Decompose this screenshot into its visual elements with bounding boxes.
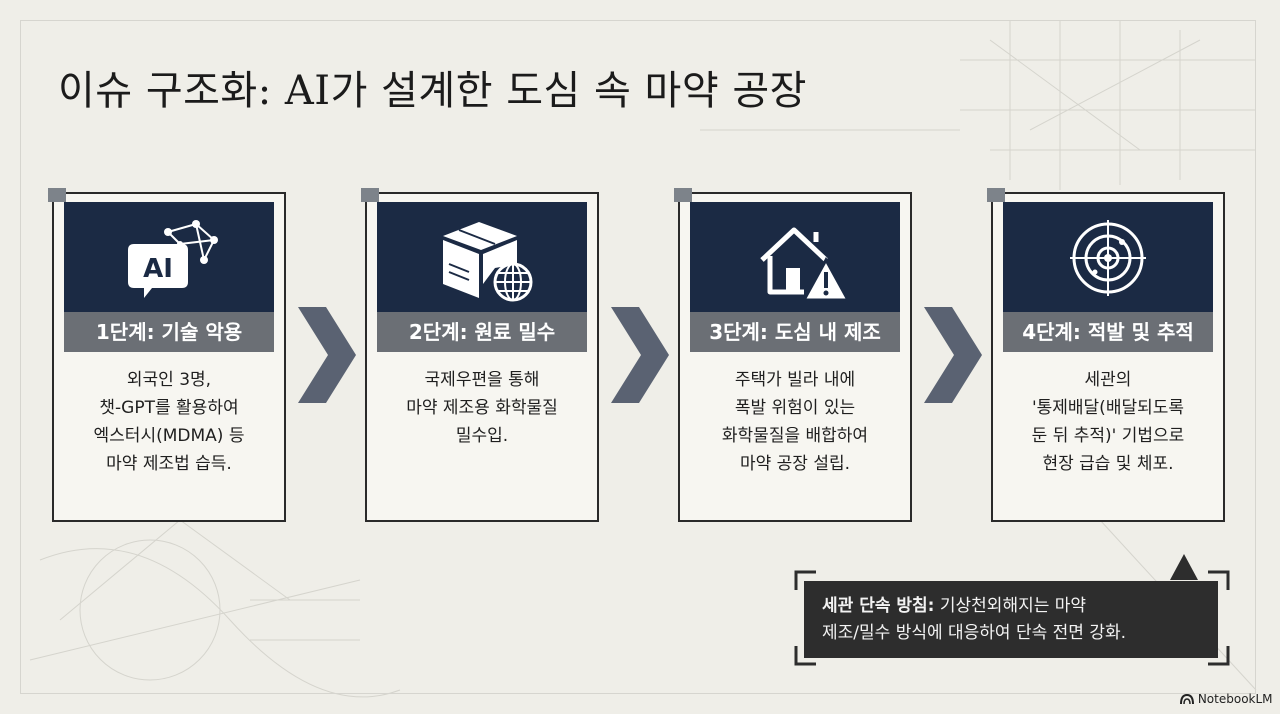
card-header: AI bbox=[64, 202, 274, 312]
description-line: 화학물질을 배합하여 bbox=[721, 426, 869, 446]
step-description-4: 세관의 '통제배달(배달되도록 둔 뒤 추적)' 기법으로 현장 급습 및 체포… bbox=[1003, 366, 1213, 478]
ai-network-chat-icon: AI bbox=[128, 220, 218, 298]
note-line-1: 세관 단속 방침: 기상천외해지는 마약 bbox=[822, 593, 1200, 620]
house-warning-icon bbox=[760, 227, 851, 302]
radar-target-icon bbox=[1070, 220, 1146, 296]
brand-name: NotebookLM bbox=[1197, 692, 1273, 706]
card-corner-tab bbox=[674, 188, 692, 202]
description-line: '통제배달(배달되도록 bbox=[1031, 398, 1185, 418]
page-frame bbox=[20, 20, 1256, 694]
brand-mark: NotebookLM bbox=[1180, 692, 1273, 706]
note-line-2: 제조/밀수 방식에 대응하여 단속 전면 강화. bbox=[822, 623, 1127, 643]
description-line: 마약 제조법 습득. bbox=[106, 454, 232, 474]
notebooklm-logo-icon bbox=[1180, 694, 1194, 705]
ai-icon-text: AI bbox=[143, 254, 173, 284]
step-description-3: 주택가 빌라 내에 폭발 위험이 있는 화학물질을 배합하여 마약 공장 설립. bbox=[690, 366, 900, 478]
page-title: 이슈 구조화: AI가 설계한 도심 속 마약 공장 bbox=[58, 68, 807, 114]
description-line: 마약 공장 설립. bbox=[739, 454, 851, 474]
card-header bbox=[1003, 202, 1213, 312]
description-line: 세관의 bbox=[1084, 370, 1132, 390]
card-corner-tab bbox=[361, 188, 379, 202]
note-text: 기상천외해지는 마약 bbox=[934, 596, 1087, 616]
package-globe-icon bbox=[443, 222, 533, 302]
step-card-3: 3단계: 도심 내 제조 주택가 빌라 내에 폭발 위험이 있는 화학물질을 배… bbox=[674, 188, 912, 522]
step-card-1: AI 1단계: 기술 악용 외국인 3명, 챗-GPT를 활용하여 엑스터시(M… bbox=[48, 188, 286, 522]
card-header bbox=[377, 202, 587, 312]
note-heading: 세관 단속 방침: bbox=[822, 596, 935, 616]
chevron-right-icon bbox=[298, 307, 356, 403]
step-label-3: 3단계: 도심 내 제조 bbox=[690, 312, 900, 352]
step-card-4: 4단계: 적발 및 추적 세관의 '통제배달(배달되도록 둔 뒤 추적)' 기법… bbox=[987, 188, 1225, 522]
card-corner-tab bbox=[48, 188, 66, 202]
chevron-right-icon bbox=[611, 307, 669, 403]
card-corner-tab bbox=[987, 188, 1005, 202]
enforcement-note: 세관 단속 방침: 기상천외해지는 마약 제조/밀수 방식에 대응하여 단속 전… bbox=[804, 581, 1218, 658]
description-line: 국제우편을 통해 bbox=[424, 370, 540, 390]
note-bracket bbox=[794, 554, 1230, 666]
description-line: 주택가 빌라 내에 bbox=[734, 370, 856, 390]
description-line: 밀수입. bbox=[455, 426, 509, 446]
step-description-1: 외국인 3명, 챗-GPT를 활용하여 엑스터시(MDMA) 등 마약 제조법 … bbox=[64, 366, 274, 478]
description-line: 외국인 3명, bbox=[126, 370, 212, 390]
step-label-4: 4단계: 적발 및 추적 bbox=[1003, 312, 1213, 352]
step-card-2: 2단계: 원료 밀수 국제우편을 통해 마약 제조용 화학물질 밀수입. bbox=[361, 188, 599, 522]
description-line: 챗-GPT를 활용하여 bbox=[99, 398, 239, 418]
step-label-2: 2단계: 원료 밀수 bbox=[377, 312, 587, 352]
step-label-1: 1단계: 기술 악용 bbox=[64, 312, 274, 352]
chevron-right-icon bbox=[924, 307, 982, 403]
step-description-2: 국제우편을 통해 마약 제조용 화학물질 밀수입. bbox=[377, 366, 587, 450]
description-line: 현장 급습 및 체포. bbox=[1042, 454, 1174, 474]
description-line: 둔 뒤 추적)' 기법으로 bbox=[1031, 426, 1185, 446]
description-line: 폭발 위험이 있는 bbox=[734, 398, 856, 418]
description-line: 엑스터시(MDMA) 등 bbox=[93, 426, 245, 446]
description-line: 마약 제조용 화학물질 bbox=[406, 398, 558, 418]
card-header bbox=[690, 202, 900, 312]
